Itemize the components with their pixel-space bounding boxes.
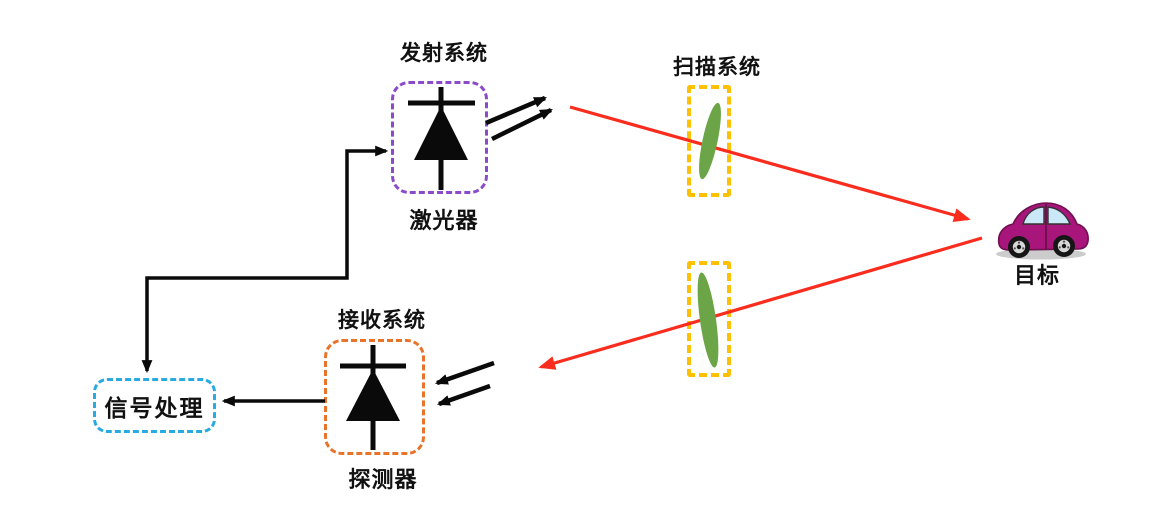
detector-label: 探测器 xyxy=(348,468,418,493)
transmitter-box xyxy=(391,81,488,194)
lens-bottom-icon xyxy=(697,272,719,368)
signal-processing-label: 信号处理 xyxy=(104,395,205,422)
return-beam xyxy=(538,236,983,370)
laser-diode-icon xyxy=(408,87,475,190)
front-wheel xyxy=(1008,236,1030,258)
target-car-icon xyxy=(996,202,1089,260)
laser-label: 激光器 xyxy=(409,209,479,234)
rear-wheel xyxy=(1053,235,1075,257)
outgoing-beam xyxy=(569,105,971,222)
scan-system-label: 扫描系统 xyxy=(673,55,761,79)
laser-output-arrows-icon xyxy=(485,95,553,142)
target-label: 目标 xyxy=(1013,264,1060,289)
signal-processing-box: 信号处理 xyxy=(93,378,216,433)
lens-top-icon xyxy=(699,102,721,180)
receiver-input-arrows-icon xyxy=(434,360,495,407)
detector-diode-icon xyxy=(340,345,406,450)
control-line-signal-laser xyxy=(141,145,389,374)
scanner-box-bottom xyxy=(687,261,731,377)
transmit-system-label: 发射系统 xyxy=(400,41,488,65)
